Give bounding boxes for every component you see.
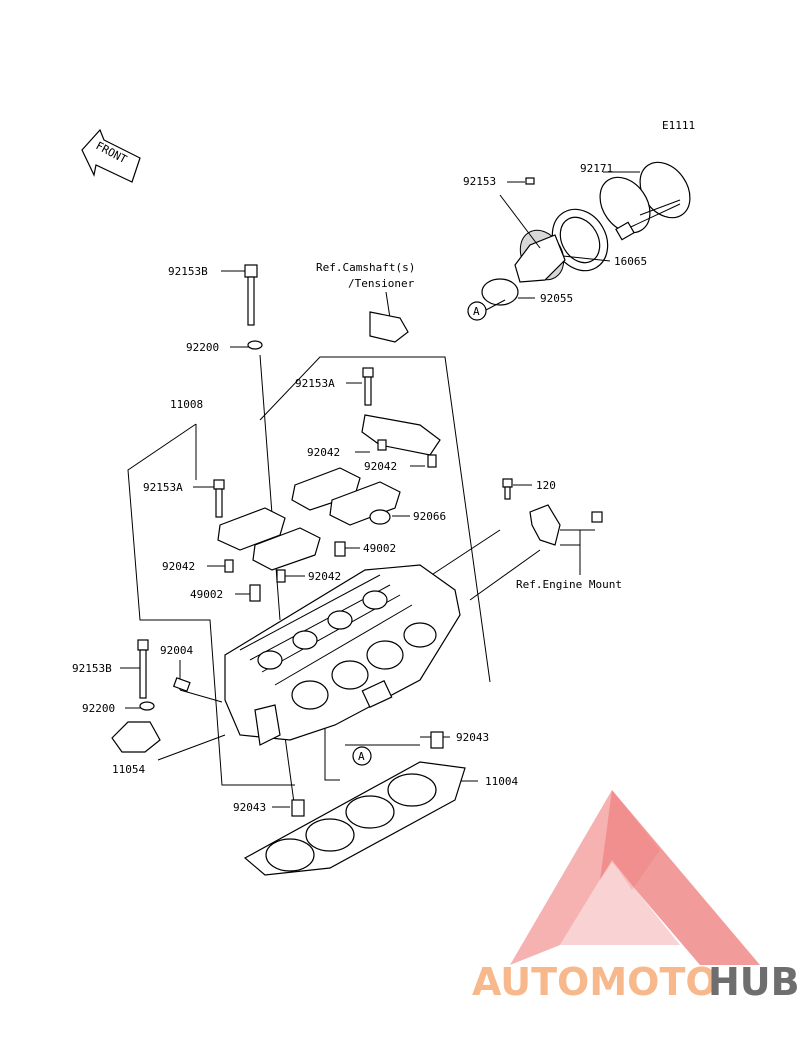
label-92200-top: 92200	[186, 341, 219, 354]
label-16065: 16065	[614, 255, 647, 268]
circle-marker-top: A	[467, 301, 487, 321]
watermark-text: AUTOMOTO HUB	[472, 960, 800, 1004]
watermark-automoto: AUTOMOTO	[472, 960, 718, 1004]
label-92043-left: 92043	[233, 801, 266, 814]
label-92200-left: 92200	[82, 702, 115, 715]
label-49002-b: 49002	[190, 588, 223, 601]
part-labels: 92171 92153 16065 92055 92153B Ref.Camsh…	[72, 162, 647, 814]
label-ref-camshaft: Ref.Camshaft(s)	[316, 261, 415, 274]
watermark-logo	[510, 790, 760, 965]
tensioner-bracket	[369, 311, 409, 343]
label-120: 120	[536, 479, 556, 492]
bolts	[137, 264, 513, 711]
label-11008: 11008	[170, 398, 203, 411]
label-92153a-top: 92153A	[295, 377, 335, 390]
label-49002-a: 49002	[363, 542, 396, 555]
dowels	[291, 731, 444, 817]
label-92043-right: 92043	[456, 731, 489, 744]
label-ref-engine-mount: Ref.Engine Mount	[516, 578, 622, 591]
label-92004: 92004	[160, 644, 193, 657]
head-gasket	[243, 761, 466, 876]
intake-assembly	[481, 161, 691, 306]
diagram-code: E1111	[662, 119, 695, 132]
label-92171: 92171	[580, 162, 613, 175]
engine-mount-bracket	[529, 504, 561, 546]
cylinder-head	[111, 564, 461, 753]
svg-text:A: A	[358, 750, 365, 763]
label-92153a-left: 92153A	[143, 481, 183, 494]
label-ref-tensioner: /Tensioner	[348, 277, 415, 290]
label-92042-c: 92042	[162, 560, 195, 573]
cam-caps	[217, 414, 441, 602]
label-92042-d: 92042	[308, 570, 341, 583]
label-92055: 92055	[540, 292, 573, 305]
label-92066: 92066	[413, 510, 446, 523]
label-92153b-top: 92153B	[168, 265, 208, 278]
label-11004: 11004	[485, 775, 518, 788]
label-92153: 92153	[463, 175, 496, 188]
label-92153b-left: 92153B	[72, 662, 112, 675]
watermark-hub: HUB	[708, 960, 800, 1004]
label-92042-b: 92042	[364, 460, 397, 473]
label-11054: 11054	[112, 763, 145, 776]
svg-text:A: A	[473, 305, 480, 318]
circle-marker-bottom: A	[352, 746, 372, 766]
label-92042-a: 92042	[307, 446, 340, 459]
front-arrow-icon: FRONT	[81, 128, 141, 183]
